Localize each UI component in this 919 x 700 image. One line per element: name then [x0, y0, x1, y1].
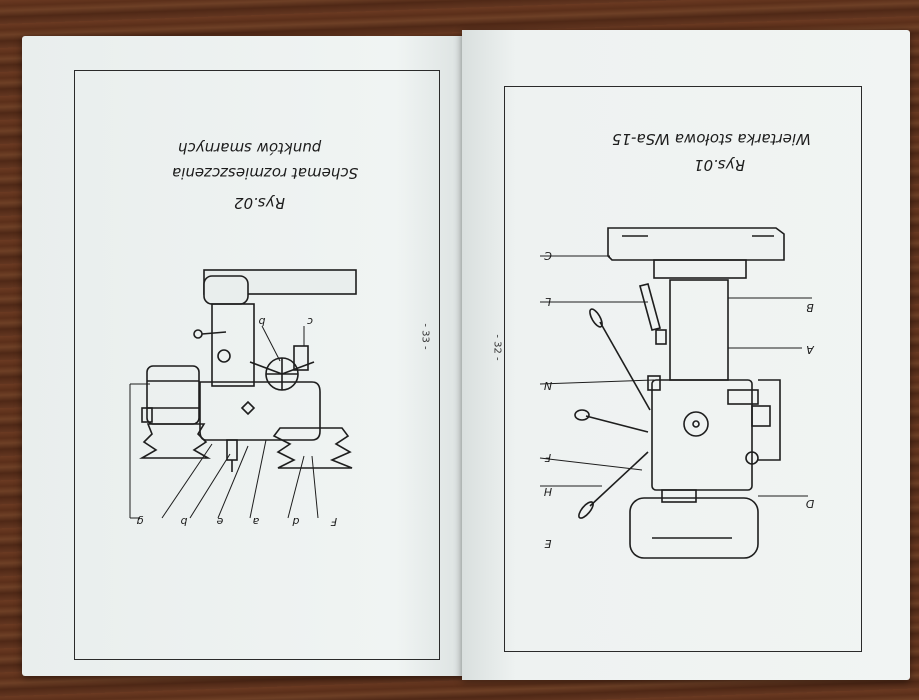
label-D: D [806, 497, 814, 510]
label-a: a [252, 515, 259, 528]
label-d: d [291, 515, 299, 528]
label-N: N [544, 379, 552, 392]
label-b-top: b [258, 315, 265, 328]
left-page: Rys.02 Schemat rozmieszczenia punktów sm… [22, 36, 462, 676]
label-F-right: F [544, 451, 551, 464]
label-e: e [216, 515, 223, 528]
label-B: B [806, 301, 814, 314]
drill-press-diagram: C L N F H E B A D [539, 227, 815, 559]
lubrication-diagram: F d a e b g c b [129, 269, 357, 528]
label-c: c [307, 315, 313, 328]
label-F: F [330, 515, 337, 528]
label-H: H [544, 485, 552, 498]
label-b-bottom: b [180, 515, 187, 528]
label-C: C [544, 249, 552, 262]
label-E: E [544, 537, 551, 550]
label-L: L [545, 295, 551, 308]
right-page: Rys.01 Wiertarka stołowa WSa-15 - 32 - [462, 30, 910, 680]
right-figure-frame [504, 86, 862, 652]
left-figure-frame [74, 70, 440, 660]
label-g: g [136, 515, 143, 528]
label-A: A [806, 343, 815, 356]
